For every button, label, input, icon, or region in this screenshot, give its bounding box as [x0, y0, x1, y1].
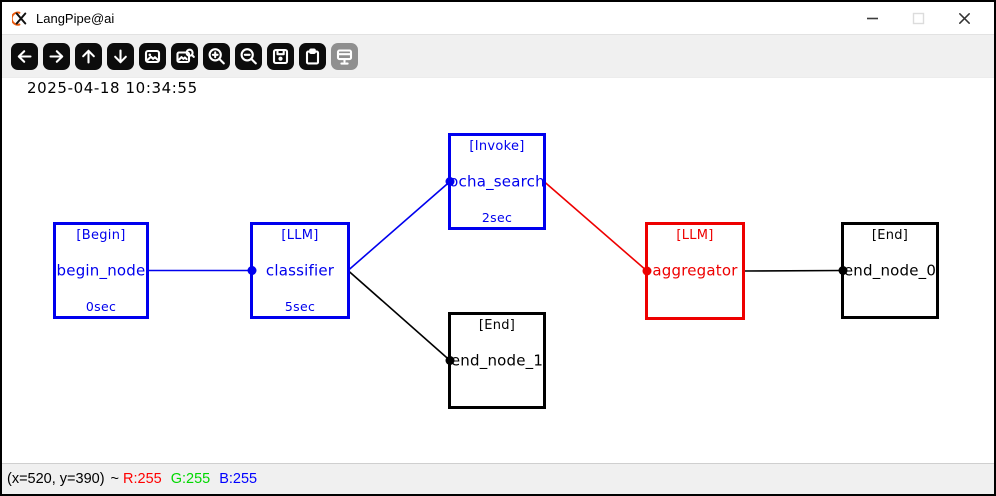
status-b-value: B:255: [219, 471, 258, 487]
node-aggregator[interactable]: [LLM] aggregator: [645, 222, 745, 320]
node-name: aggregator: [652, 261, 738, 280]
canvas-timestamp: 2025-04-18 10:34:55: [27, 79, 198, 97]
status-separator: ~: [110, 471, 120, 487]
node-duration: 2sec: [481, 210, 513, 225]
node-end_node_1[interactable]: [End] end_node_1: [448, 312, 546, 409]
node-duration: 5sec: [284, 299, 316, 314]
image-search-icon[interactable]: [171, 42, 198, 70]
toolbar: [2, 34, 994, 78]
arrow-up-icon[interactable]: [75, 42, 102, 70]
node-type-label: [LLM]: [281, 228, 319, 243]
window-title: LangPipe@ai: [36, 10, 115, 26]
save-icon[interactable]: [267, 42, 294, 70]
display-properties-icon[interactable]: [331, 42, 358, 70]
node-duration: 0sec: [85, 299, 117, 314]
minimize-button[interactable]: [864, 10, 880, 26]
edge-aggregator-end_node_0: [742, 269, 844, 272]
node-end_node_0[interactable]: [End] end_node_0: [841, 222, 939, 319]
node-name: end_node_0: [843, 261, 937, 280]
clipboard-icon[interactable]: [299, 42, 326, 70]
status-coordinates: (x=520, y=390): [7, 471, 105, 487]
node-name: begin_node: [56, 261, 146, 280]
node-begin_node[interactable]: [Begin] begin_node 0sec: [53, 222, 149, 319]
image-icon[interactable]: [139, 42, 166, 70]
node-type-label: [Invoke]: [469, 139, 525, 154]
edge-classifier-end_node_1: [347, 269, 451, 362]
node-classifier[interactable]: [LLM] classifier 5sec: [250, 222, 350, 319]
node-type-label: [LLM]: [676, 228, 714, 243]
status-g-value: G:255: [170, 471, 211, 487]
node-type-label: [End]: [478, 318, 516, 333]
title-bar: LangPipe@ai: [2, 2, 994, 34]
node-name: classifier: [265, 261, 335, 280]
edge-classifier-ocha_search: [347, 180, 451, 272]
window-controls: [864, 10, 994, 26]
status-bar: (x=520, y=390) ~ R:255 G:255 B:255: [2, 463, 994, 494]
arrow-down-icon[interactable]: [107, 42, 134, 70]
edge-ocha_search-aggregator: [543, 180, 648, 272]
arrow-left-icon[interactable]: [11, 42, 38, 70]
app-logo-icon: [11, 9, 29, 27]
arrow-right-icon[interactable]: [43, 42, 70, 70]
zoom-out-icon[interactable]: [235, 42, 262, 70]
node-name: ocha_search: [449, 172, 545, 191]
close-button[interactable]: [956, 10, 972, 26]
node-ocha_search[interactable]: [Invoke] ocha_search 2sec: [448, 133, 546, 230]
node-type-label: [End]: [871, 228, 909, 243]
node-name: end_node_1: [450, 351, 544, 370]
maximize-button[interactable]: [910, 10, 926, 26]
node-type-label: [Begin]: [76, 228, 126, 243]
zoom-in-icon[interactable]: [203, 42, 230, 70]
status-r-value: R:255: [123, 471, 162, 487]
